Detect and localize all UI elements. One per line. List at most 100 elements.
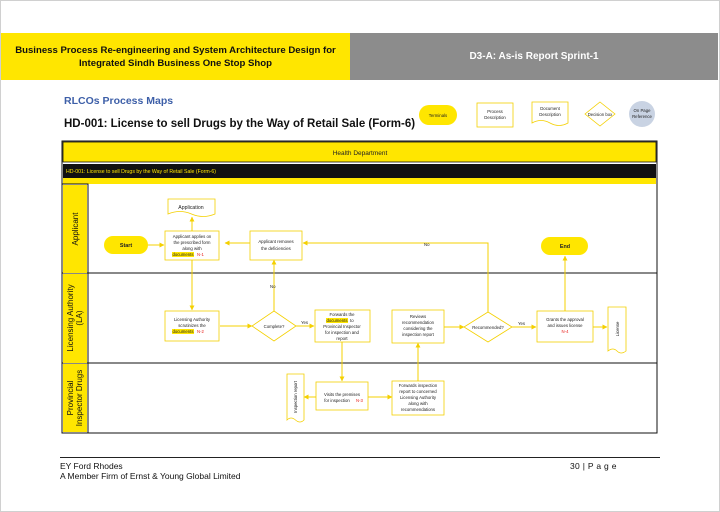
fir-line4: along with: [408, 401, 428, 406]
lane-pid-label-1: Provincial: [66, 380, 75, 415]
n1-documents: documents: [172, 252, 193, 257]
step-n2-box[interactable]: [164, 310, 220, 342]
n1-documents-highlight: [172, 252, 194, 257]
label-yes-recommended: Yes: [518, 321, 525, 326]
recommended-decision[interactable]: [463, 311, 513, 343]
reviews-recommendation-box[interactable]: [391, 309, 445, 344]
n1-line1: Applicant applies on: [173, 234, 212, 239]
end-label: End: [560, 244, 570, 250]
lane-header-la: [63, 274, 87, 363]
header-report-band: D3-A: As-is Report Sprint-1: [350, 33, 718, 80]
legend-onpage-shape: [629, 101, 655, 127]
complete-label: Complete?: [264, 324, 285, 329]
section-title: RLCOs Process Maps: [64, 95, 174, 107]
removes-line2: the deficiencies: [261, 246, 291, 251]
n2-line1: Licensing Authority: [174, 317, 211, 322]
fwd-documents: documents: [326, 318, 347, 323]
rev-line1: Reviews: [410, 314, 426, 319]
header-title-line1: Business Process Re-engineering and Syst…: [15, 44, 336, 56]
n4-ref: N-4: [562, 329, 570, 334]
fwd-to: to: [350, 318, 354, 323]
lane-header-applicant: [63, 185, 87, 273]
department-label: Health Department: [333, 150, 388, 157]
footer-rule: [60, 457, 660, 458]
fwd-line1: Forwards the: [329, 312, 355, 317]
lane-header-pid: [63, 364, 87, 432]
rev-line4: inspection report: [402, 332, 435, 337]
header-title-band: Business Process Re-engineering and Syst…: [1, 33, 350, 80]
process-bar-label: HD-001: License to sell Drugs by the Way…: [66, 169, 216, 175]
lane-la-label-1: Licensing Authority: [66, 284, 75, 351]
process-title: HD-001: License to sell Drugs by the Way…: [64, 118, 416, 130]
footer-member: A Member Firm of Ernst & Young Global Li…: [60, 471, 241, 481]
footer-company: EY Ford Rhodes: [60, 461, 123, 471]
n2-ref: N-2: [197, 329, 205, 334]
removes-line1: Applicant removes: [258, 239, 293, 244]
department-bar: [62, 141, 657, 163]
bar-underline: [63, 178, 656, 184]
label-yes-complete: Yes: [301, 320, 308, 325]
application-label: Application: [178, 205, 203, 211]
fwd-documents-highlight: [326, 318, 348, 323]
process-bar: [63, 164, 656, 178]
removes-deficiencies-box[interactable]: [249, 230, 303, 261]
forward-inspection-report-box[interactable]: [391, 380, 445, 416]
complete-decision[interactable]: [251, 310, 297, 342]
start-terminal[interactable]: [104, 236, 148, 254]
n2-line2: scrutinizes the: [178, 323, 206, 328]
legend: Terminals Process Description Document D…: [419, 101, 655, 128]
n3-line1: Visits the premises: [324, 392, 360, 397]
arrow-recommended-no-to-removes: [302, 240, 489, 312]
n2-documents: documents: [172, 329, 193, 334]
n1-line2: the prescribed form: [173, 240, 210, 245]
rev-line3: considering the: [403, 326, 433, 331]
license-label: License: [615, 321, 620, 336]
label-no-complete: No: [270, 284, 276, 289]
n1-line3: along with: [182, 246, 202, 251]
connectors: [148, 216, 608, 400]
fir-line3: Licensing Authority: [400, 395, 437, 400]
lane-header-column: [61, 183, 89, 434]
n3-ref: N-3: [356, 398, 364, 403]
fir-line1: Forwards inspection: [399, 383, 438, 388]
legend-terminal-label: Terminals: [429, 113, 447, 118]
application-document[interactable]: [167, 198, 216, 217]
legend-document-shape: [531, 101, 569, 126]
legend-decision-label: Decision box: [588, 112, 613, 117]
legend-process-shape: [476, 102, 514, 128]
step-n3-box[interactable]: [315, 381, 369, 411]
start-label: Start: [120, 243, 132, 249]
inspection-report-label: Inspection report: [293, 380, 298, 413]
n3-line2: for inspection: [324, 398, 350, 403]
fir-line2: report to concerned: [399, 389, 437, 394]
end-terminal[interactable]: [541, 237, 588, 255]
legend-process-label-1: Process: [487, 109, 503, 114]
n4-line2: and issues license: [547, 323, 583, 328]
step-n4-box[interactable]: [536, 310, 594, 343]
fwd-line5: report: [336, 336, 348, 341]
lane-la-label-2: (LA): [75, 310, 84, 325]
n4-line1: Grants the approval: [546, 317, 584, 322]
forward-to-inspector-box[interactable]: [314, 309, 371, 343]
fir-line5: recommendations: [401, 407, 435, 412]
fwd-line4: for inspection and: [325, 330, 360, 335]
recommended-label: Recommended?: [472, 325, 504, 330]
inspection-report-document[interactable]: [286, 373, 305, 423]
legend-process-label-2: Description: [484, 115, 506, 120]
lane-pid-label-2: Inspector Drugs: [75, 370, 84, 426]
n2-documents-highlight: [172, 329, 194, 334]
legend-terminal-shape: [419, 105, 457, 125]
n1-ref: N-1: [197, 252, 205, 257]
legend-document-label-1: Document: [540, 106, 560, 111]
legend-onpage-label-2: Reference: [632, 114, 652, 119]
lane-applicant-label: Applicant: [71, 212, 80, 246]
rev-line2: recommendation: [402, 320, 435, 325]
legend-decision-shape: [584, 101, 616, 127]
header-title-line2: Integrated Sindh Business One Stop Shop: [79, 57, 272, 69]
legend-onpage-label-1: On Page: [634, 108, 652, 113]
label-no-recommended: No: [424, 242, 430, 247]
footer-page-number: 30 | P a g e: [570, 461, 617, 471]
fwd-line3: Provincial Inspector: [323, 324, 361, 329]
license-document[interactable]: [607, 306, 627, 354]
